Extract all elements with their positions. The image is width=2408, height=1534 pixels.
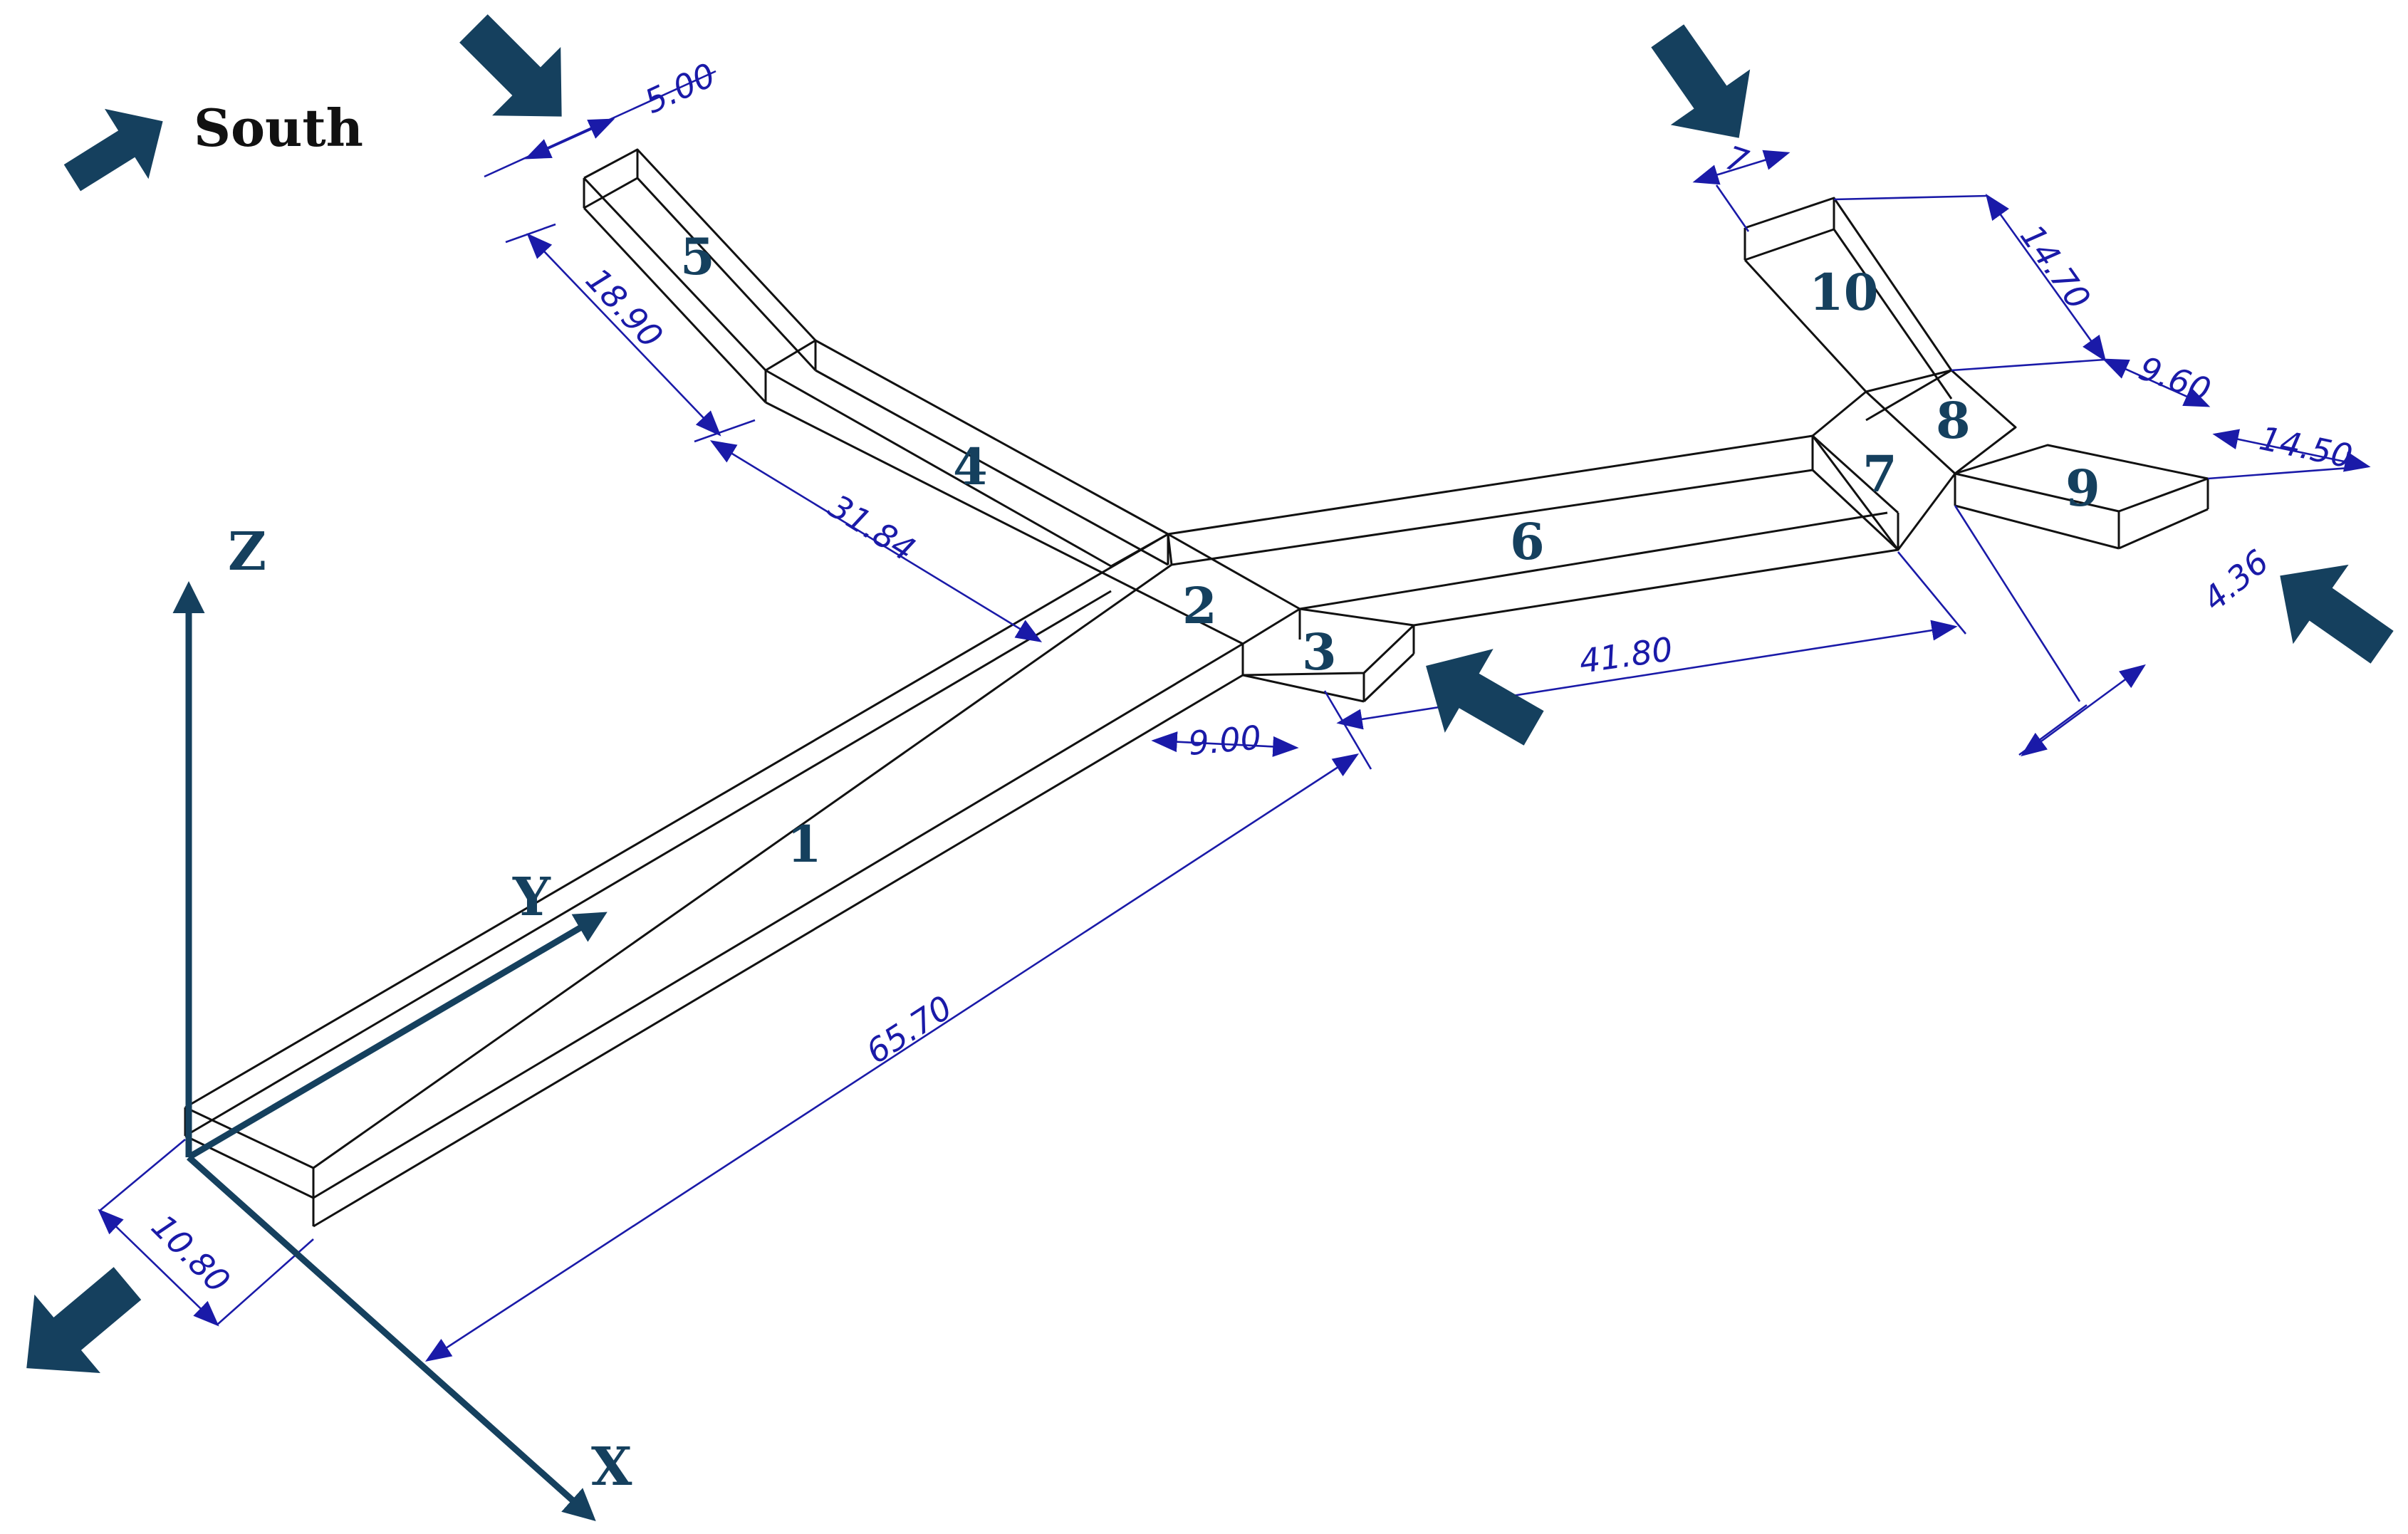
- dim-label-4-36: 4.36: [2195, 542, 2276, 618]
- segment-6-wireframe: [1167, 434, 1899, 627]
- segment-label-7: 7: [1862, 444, 1897, 503]
- segment-label-9: 9: [2065, 459, 2100, 518]
- segment-label-2: 2: [1182, 576, 1217, 635]
- y-axis: [187, 912, 608, 1160]
- dim-label-7: 7: [1721, 138, 1753, 181]
- z-axis-label: Z: [228, 521, 266, 583]
- x-axis-label: X: [591, 1436, 632, 1498]
- legend-label: South: [194, 98, 363, 158]
- segment-label-10: 10: [1809, 263, 1878, 322]
- dim-label-14-50: 14.50: [2256, 419, 2356, 476]
- flow-arrow-top-right-icon: [1651, 24, 1751, 138]
- dim-label-10-80: 10.80: [144, 1207, 237, 1300]
- dim-label-31-84: 31.84: [822, 487, 922, 570]
- y-axis-label: Y: [512, 867, 551, 928]
- segment-label-5: 5: [680, 227, 715, 286]
- flow-arrows: [26, 14, 2394, 1374]
- dim-label-65-70: 65.70: [860, 988, 959, 1071]
- flow-arrow-top-left-icon: [459, 14, 562, 117]
- dim-label-5-00: 5.00: [639, 56, 721, 121]
- segment-4-wireframe: [764, 339, 1244, 645]
- coordinate-axes: Z Y X: [172, 521, 632, 1521]
- dimension-lines: [98, 70, 2371, 1362]
- segment-labels: 1 2 3 4 5 6 7 8 9 10: [680, 227, 2100, 874]
- dim-label-9-00: 9.00: [1187, 718, 1263, 763]
- segment-label-6: 6: [1510, 512, 1545, 571]
- flow-arrow-center-icon: [1426, 649, 1544, 746]
- x-axis: [187, 1154, 596, 1521]
- dimension-labels: 5.00 18.90 31.84 9.00 65.70 10.80 41.80 …: [144, 56, 2356, 1300]
- wireframe: [184, 148, 2209, 1228]
- flow-arrow-right-icon: [2280, 564, 2394, 664]
- segment-1-wireframe: [184, 533, 1244, 1228]
- segment-label-3: 3: [1302, 622, 1337, 682]
- segment-10-wireframe: [1744, 197, 1953, 400]
- segment-label-8: 8: [1936, 391, 1971, 450]
- legend: South: [63, 98, 363, 192]
- dim-label-9-60: 9.60: [2134, 349, 2216, 410]
- segment-label-4: 4: [953, 437, 988, 496]
- dim-label-18-90: 18.90: [578, 261, 670, 355]
- south-arrow-icon: [63, 108, 163, 192]
- dim-label-14-70: 14.70: [2013, 217, 2098, 316]
- segment-7-8-wireframe: [1811, 369, 2017, 551]
- segment-label-1: 1: [787, 815, 822, 874]
- flow-arrow-bottom-left-icon: [26, 1267, 142, 1374]
